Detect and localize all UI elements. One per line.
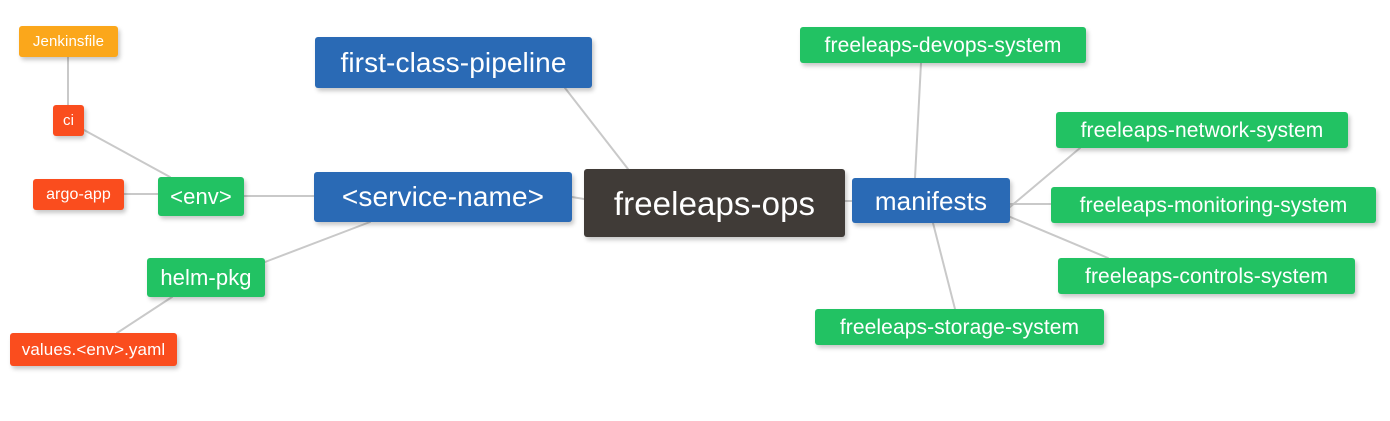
mindmap-node-label: ci	[62, 112, 75, 129]
mindmap-node-label: freeleaps-controls-system	[1085, 264, 1328, 288]
mindmap-node-label: freeleaps-ops	[613, 184, 816, 222]
edge-freeleaps-ops-to-service-name	[571, 196, 585, 200]
edge-service-name-to-helm-pkg	[264, 221, 371, 263]
edge-manifests-to-freeleaps-storage-system	[932, 222, 956, 310]
edge-helm-pkg-to-values-env-yaml	[116, 296, 173, 334]
mindmap-node-helm-pkg[interactable]: helm-pkg	[147, 258, 265, 297]
mindmap-node-label: freeleaps-network-system	[1080, 118, 1324, 142]
edge-manifests-to-freeleaps-devops-system	[914, 62, 922, 179]
edge-freeleaps-ops-to-first-class-pipeline	[564, 87, 629, 170]
mindmap-node-manifests[interactable]: manifests	[852, 178, 1010, 223]
mindmap-node-freeleaps-ops[interactable]: freeleaps-ops	[584, 169, 845, 237]
mindmap-node-freeleaps-monitoring-system[interactable]: freeleaps-monitoring-system	[1051, 187, 1376, 223]
mindmap-node-freeleaps-controls-system[interactable]: freeleaps-controls-system	[1058, 258, 1355, 294]
mindmap-node-label: helm-pkg	[160, 264, 252, 290]
mindmap-node-first-class-pipeline[interactable]: first-class-pipeline	[315, 37, 592, 88]
mindmap-node-label: <service-name>	[341, 181, 545, 212]
mindmap-node-freeleaps-network-system[interactable]: freeleaps-network-system	[1056, 112, 1348, 148]
mindmap-node-freeleaps-devops-system[interactable]: freeleaps-devops-system	[800, 27, 1086, 63]
mindmap-node-label: freeleaps-storage-system	[839, 315, 1080, 339]
mindmap-node-ci[interactable]: ci	[53, 105, 84, 136]
mindmap-node-label: freeleaps-monitoring-system	[1079, 193, 1348, 217]
edge-env-to-ci	[83, 129, 171, 178]
mindmap-node-argo-app[interactable]: argo-app	[33, 179, 124, 210]
mindmap-node-env[interactable]: <env>	[158, 177, 244, 216]
mindmap-node-label: Jenkinsfile	[32, 33, 105, 50]
mindmap-node-label: argo-app	[46, 185, 111, 203]
mindmap-node-freeleaps-storage-system[interactable]: freeleaps-storage-system	[815, 309, 1104, 345]
mindmap-node-label: manifests	[874, 185, 988, 216]
mindmap-node-service-name[interactable]: <service-name>	[314, 172, 572, 222]
mindmap-node-label: first-class-pipeline	[340, 46, 567, 78]
mindmap-node-jenkinsfile[interactable]: Jenkinsfile	[19, 26, 118, 57]
mindmap-node-label: <env>	[170, 183, 232, 209]
mindmap-node-values-env-yaml[interactable]: values.<env>.yaml	[10, 333, 177, 366]
mindmap-node-label: values.<env>.yaml	[21, 340, 166, 359]
mindmap-node-label: freeleaps-devops-system	[824, 33, 1062, 57]
